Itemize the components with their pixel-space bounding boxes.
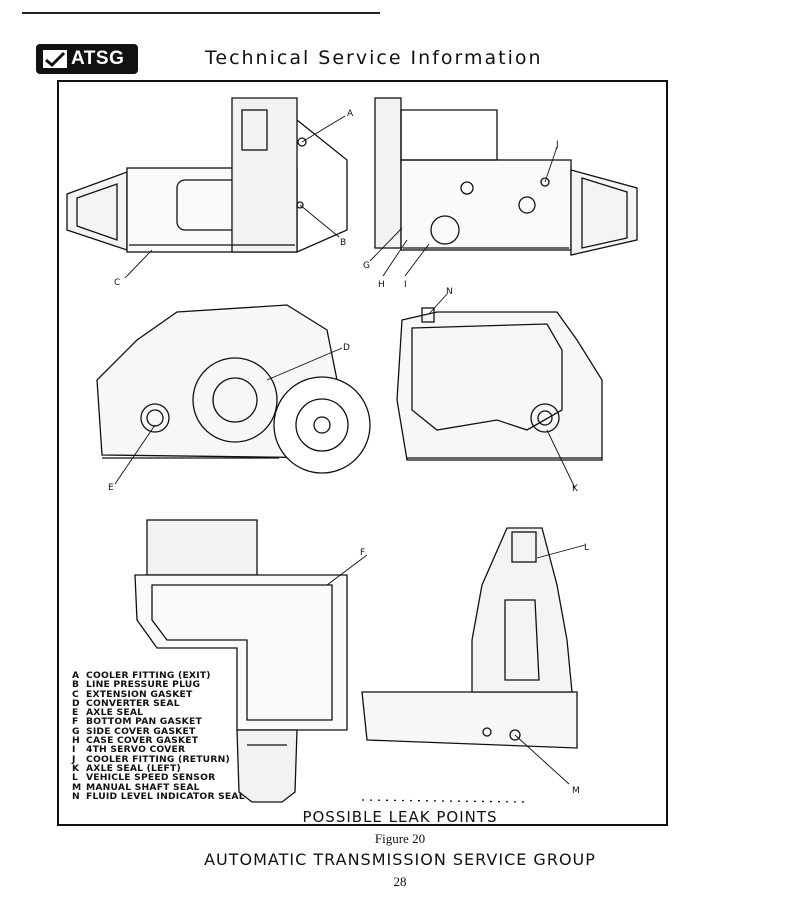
callout-d: D bbox=[343, 343, 350, 353]
figure-frame bbox=[57, 80, 668, 826]
callout-f: F bbox=[360, 548, 365, 558]
callout-b: B bbox=[340, 238, 346, 248]
end-view bbox=[361, 527, 578, 803]
figure-caption: POSSIBLE LEAK POINTS bbox=[302, 808, 498, 826]
footer-org: AUTOMATIC TRANSMISSION SERVICE GROUP bbox=[204, 850, 596, 869]
page-title: Technical Service Information bbox=[205, 47, 543, 69]
converter-end-view bbox=[96, 304, 371, 474]
callout-c: C bbox=[114, 278, 120, 288]
atsg-logo: ATSG bbox=[36, 44, 138, 74]
callout-l: L bbox=[584, 543, 589, 553]
top-rule bbox=[22, 12, 380, 14]
side-view-right bbox=[374, 97, 638, 256]
callout-n: N bbox=[446, 287, 453, 297]
figure-number: Figure 20 bbox=[374, 831, 426, 846]
side-view-left bbox=[66, 97, 348, 253]
side-cover-view bbox=[396, 307, 603, 461]
callout-g: G bbox=[363, 261, 370, 271]
callout-j: J bbox=[555, 140, 559, 150]
transmission-diagram: A B C D E F G H I J K L M N bbox=[66, 97, 638, 803]
page-number: 28 bbox=[393, 874, 407, 889]
checkmark-icon bbox=[43, 50, 67, 68]
callout-h: H bbox=[378, 280, 385, 290]
callout-m: M bbox=[572, 786, 580, 796]
callout-a: A bbox=[347, 109, 354, 119]
callout-e: E bbox=[108, 483, 114, 493]
logo-text: ATSG bbox=[71, 48, 125, 69]
callout-k: K bbox=[572, 484, 579, 494]
bottom-pan-view bbox=[134, 519, 348, 803]
callout-i: I bbox=[404, 280, 407, 290]
